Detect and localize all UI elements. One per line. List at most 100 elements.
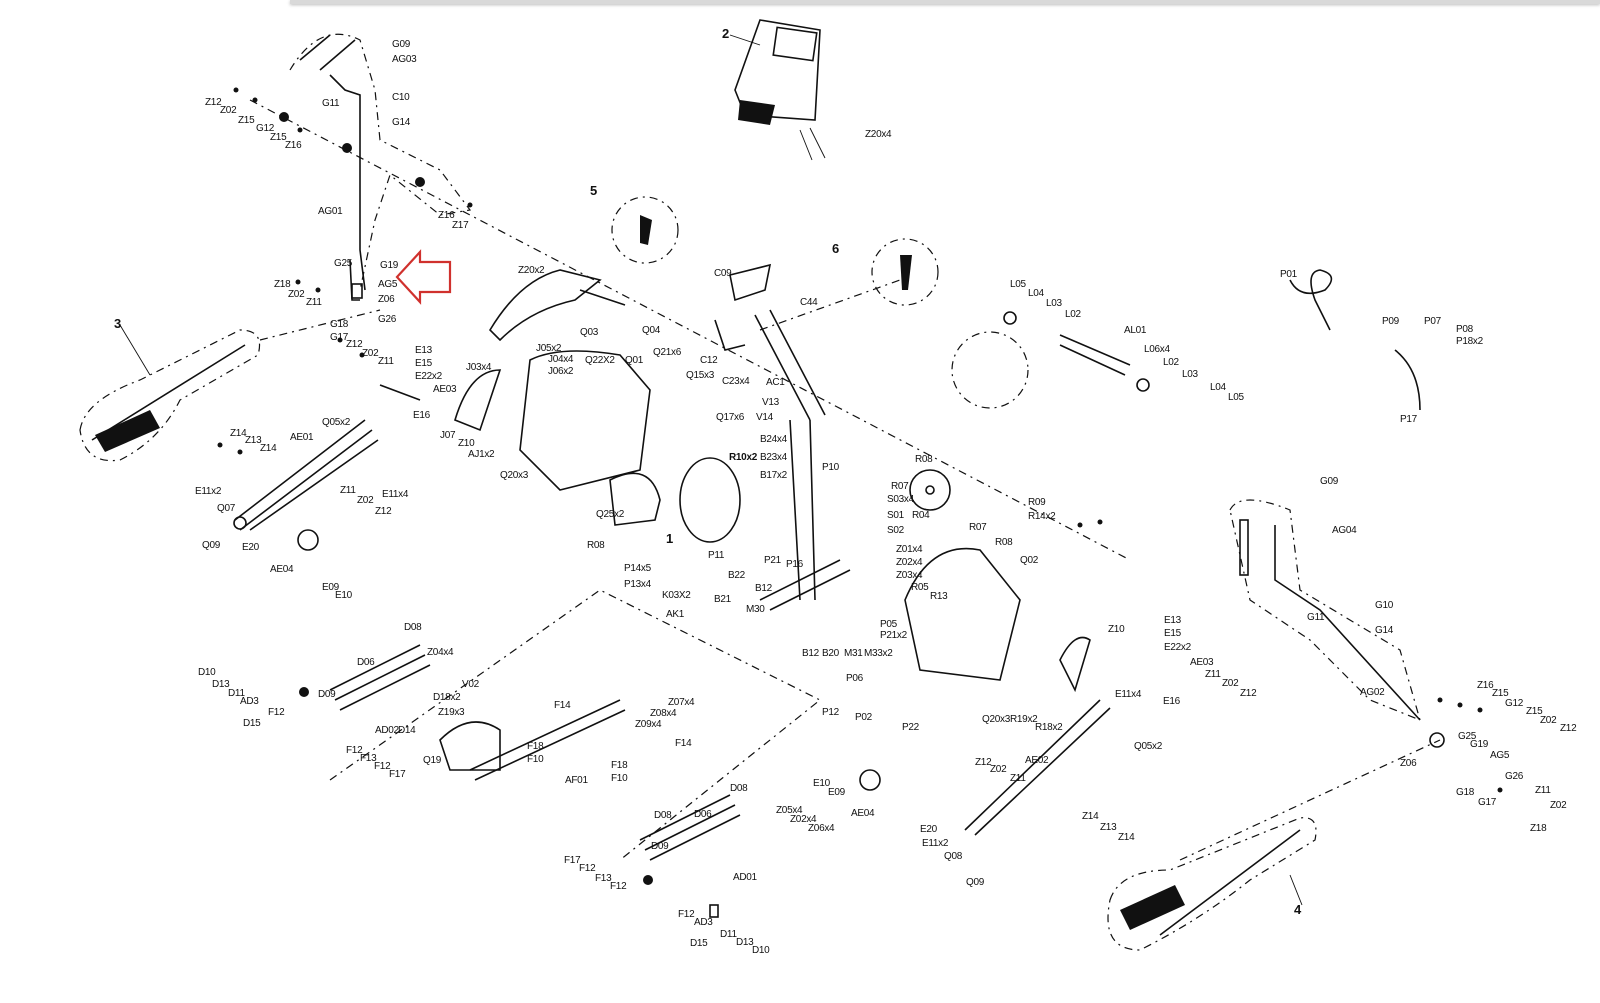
part-label: Q09 (966, 877, 985, 888)
right-handlebar-assembly (1229, 499, 1445, 748)
part-label: G09 (1320, 476, 1339, 487)
covers-labels: Z20x2 Q03 Q04 J03x4 J05x2 J04x4 J06x2 Q2… (440, 265, 661, 551)
part-label: Z16 (438, 210, 455, 221)
part-label: E11x4 (1115, 689, 1142, 700)
part-label: L06x4 (1144, 344, 1170, 355)
part-label: E22x2 (1164, 642, 1192, 653)
part-label: D09 (318, 689, 336, 700)
part-label: D09 (651, 841, 669, 852)
part-label: F12 (374, 761, 391, 772)
part-label: P18x2 (1456, 336, 1484, 347)
part-label: Z06x4 (808, 823, 835, 834)
part-label: M31 (844, 648, 863, 659)
part-label: Z02 (288, 289, 305, 300)
part-label: R08 (915, 454, 933, 465)
part-label: Q09 (202, 540, 221, 551)
part-label: R10x2 (729, 452, 758, 463)
part-label: E09 (322, 582, 340, 593)
part-label: Z14 (260, 443, 277, 454)
axis-line (249, 99, 1131, 561)
part-label: AG03 (392, 54, 417, 65)
detail-circle-stabilizer (951, 331, 1029, 409)
part-label: F18 (527, 741, 544, 752)
part-label: R05 (911, 582, 929, 593)
part-label: G19 (1470, 739, 1489, 750)
part-label: AE04 (851, 808, 875, 819)
flywheel-labels: R08 R07 S03x4 S01 R04 S02 R07 R08 R09 R1… (887, 454, 1056, 602)
part-label: G25 (1458, 731, 1477, 742)
part-label: Z13 (245, 435, 262, 446)
part-label: E10 (335, 590, 353, 601)
part-label: Z02 (220, 105, 237, 116)
part-label: Z12 (1560, 723, 1577, 734)
part-label: AE02 (1025, 755, 1049, 766)
part-label: E15 (1164, 628, 1182, 639)
part-label: F12 (268, 707, 285, 718)
part-label: AL01 (1124, 325, 1147, 336)
rear-base-labels: D08 D06 D08 Z05x4 Z02x4 Z06x4 D09 AD01 F… (564, 783, 835, 956)
part-label: P12 (822, 707, 840, 718)
detail-circle-6 (871, 238, 939, 306)
part-label: J03x4 (466, 362, 492, 373)
part-label: Z11 (306, 297, 322, 308)
part-label: Z20x2 (518, 265, 545, 276)
part-label: AE01 (290, 432, 314, 443)
part-label: G18 (330, 319, 349, 330)
part-label: P02 (855, 712, 873, 723)
part-label: Z14 (230, 428, 247, 439)
part-label: AJ1x2 (468, 449, 495, 460)
part-label: D13 (736, 937, 754, 948)
part-label: P05 (880, 619, 898, 630)
assembly-label: 2 (722, 26, 729, 41)
part-label: E10 (813, 778, 831, 789)
part-label: J06x2 (548, 366, 574, 377)
part-label: Z14 (1118, 832, 1135, 843)
part-label: P08 (1456, 324, 1474, 335)
power-labels: P01 P09 P07 P08 P18x2 P17 (1280, 269, 1484, 425)
part-label: E16 (1163, 696, 1181, 707)
part-label: B24x4 (760, 434, 788, 445)
part-label: G11 (322, 98, 340, 109)
part-label: J04x4 (548, 354, 574, 365)
front-stabilizer-assembly (299, 644, 626, 781)
part-label: R14x2 (1028, 511, 1056, 522)
part-label: Z02x4 (896, 557, 923, 568)
part-label: Z02 (1222, 678, 1239, 689)
part-label: Z11 (340, 485, 356, 496)
part-label: Z02 (357, 495, 374, 506)
part-label: AE04 (270, 564, 294, 575)
part-label: L04 (1210, 382, 1227, 393)
part-label: V02 (462, 679, 480, 690)
part-label: M30 (746, 604, 765, 615)
part-label: V14 (756, 412, 774, 423)
part-label: F10 (611, 773, 628, 784)
part-label: Q25x2 (596, 509, 625, 520)
part-label: P06 (846, 673, 864, 684)
part-label: F14 (554, 700, 571, 711)
part-label: AG5 (378, 279, 398, 290)
part-label: P14x5 (624, 563, 652, 574)
part-label: Q21x6 (653, 347, 682, 358)
part-label: P10 (822, 462, 840, 473)
part-label: Q01 (625, 355, 644, 366)
part-label: S01 (887, 510, 905, 521)
fasteners (217, 87, 1503, 793)
part-label: Z06 (1400, 758, 1417, 769)
part-label: R07 (891, 481, 909, 492)
part-label: Z11 (1010, 773, 1026, 784)
part-label: D06 (357, 657, 375, 668)
part-label: Z09x4 (635, 719, 662, 730)
part-label: L05 (1010, 279, 1027, 290)
axis-line (329, 589, 822, 861)
part-label: G25 (334, 258, 353, 269)
part-label: Z11 (1205, 669, 1221, 680)
window-top-edge (290, 0, 1600, 4)
part-label: F12 (610, 881, 627, 892)
part-label: L02 (1065, 309, 1082, 320)
part-label: Z02 (1550, 800, 1567, 811)
part-label: C44 (800, 297, 818, 308)
part-label: F17 (389, 769, 406, 780)
part-label: Z19x3 (438, 707, 465, 718)
right-pedal-labels: Z10 E13 E15 E22x2 AE03 Z11 Z02 Z12 E11x4… (813, 615, 1257, 888)
part-label: G17 (330, 332, 349, 343)
